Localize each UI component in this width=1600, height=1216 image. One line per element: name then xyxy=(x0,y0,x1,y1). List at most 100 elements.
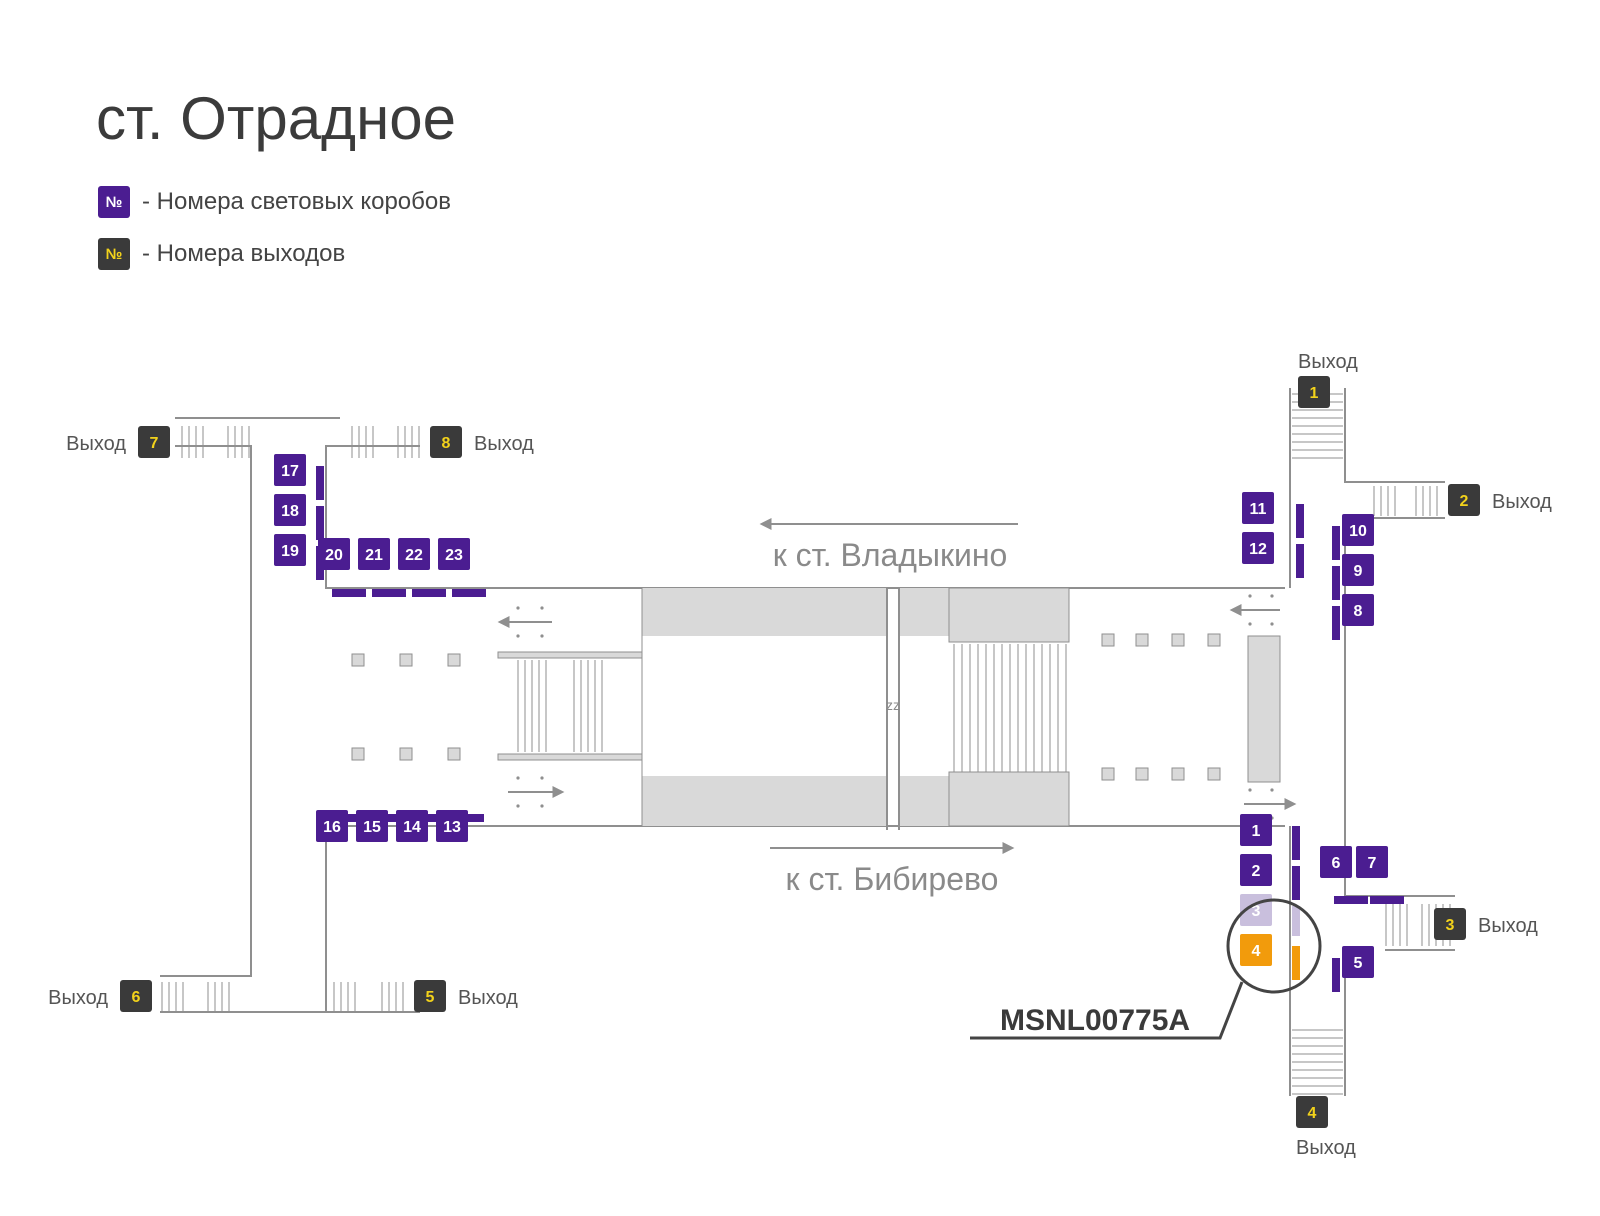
lightbox-bar-10 xyxy=(1332,526,1340,560)
lightbox-number-16: 16 xyxy=(323,819,341,836)
exit-label-2: Выход xyxy=(1492,491,1552,513)
flow-dot xyxy=(540,776,544,780)
right-platform-block xyxy=(1247,635,1281,783)
wall-right-b xyxy=(1344,388,1445,483)
lightbox-bar-1 xyxy=(1292,826,1300,860)
lightbox-bar-22 xyxy=(412,589,446,597)
flow-dot xyxy=(540,804,544,808)
lightbox-22 xyxy=(398,538,430,570)
lightbox-11 xyxy=(1242,492,1274,524)
legend-exit: № - Номера выходов xyxy=(98,238,345,270)
lightbox-number-2: 2 xyxy=(1252,863,1261,880)
lightbox-number-11: 11 xyxy=(1250,501,1267,518)
structure-block xyxy=(948,771,1070,827)
flow-dot xyxy=(516,606,520,610)
lightbox-number-21: 21 xyxy=(365,547,383,564)
wall-left-outer xyxy=(160,445,252,977)
structure-block xyxy=(642,588,887,636)
lightbox-10 xyxy=(1342,514,1374,546)
lightbox-number-15: 15 xyxy=(363,819,381,836)
flow-dot xyxy=(1248,622,1252,626)
lightbox-number-20: 20 xyxy=(325,547,343,564)
lightbox-bar-5 xyxy=(1332,958,1340,992)
flow-dot xyxy=(516,804,520,808)
stairs xyxy=(161,393,1451,1095)
exit-label-6: Выход xyxy=(48,987,108,1009)
lightbox-17 xyxy=(274,454,306,486)
flow-dot xyxy=(1270,594,1274,598)
legend-exit-badge: № xyxy=(98,238,130,270)
lightbox-number-4: 4 xyxy=(1252,943,1261,960)
lightbox-7 xyxy=(1356,846,1388,878)
lightbox-bar-2 xyxy=(1292,866,1300,900)
platform-rail xyxy=(497,753,643,761)
lightbox-bar-7 xyxy=(1370,896,1404,904)
exit-badge-4 xyxy=(1296,1096,1328,1128)
lightbox-bar-20 xyxy=(332,589,366,597)
legend-lightbox: № - Номера световых коробов xyxy=(98,186,451,218)
exit-number-6: 6 xyxy=(132,989,141,1006)
platform-structures xyxy=(351,587,1281,830)
column xyxy=(447,653,461,667)
lightbox-number-19: 19 xyxy=(281,543,299,560)
column xyxy=(351,747,365,761)
flow-dot xyxy=(1270,788,1274,792)
lightbox-8 xyxy=(1342,594,1374,626)
lightbox-number-5: 5 xyxy=(1354,955,1363,972)
lightbox-21 xyxy=(358,538,390,570)
break-mark: zz xyxy=(886,697,900,713)
lightbox-number-7: 7 xyxy=(1368,855,1377,872)
lightbox-18 xyxy=(274,494,306,526)
lightbox-number-22: 22 xyxy=(405,547,423,564)
lightbox-number-17: 17 xyxy=(281,463,299,480)
lightbox-bar-12 xyxy=(1296,544,1304,578)
flow-dot xyxy=(516,634,520,638)
column xyxy=(399,747,413,761)
lightbox-bar-6 xyxy=(1334,896,1368,904)
direction-label-vladykino: к ст. Владыкино xyxy=(773,537,1008,573)
column xyxy=(1171,633,1185,647)
lightbox-number-10: 10 xyxy=(1349,523,1367,540)
direction-label-bibirevo: к ст. Бибирево xyxy=(786,861,999,897)
column xyxy=(1101,767,1115,781)
exit-label-3: Выход xyxy=(1478,915,1538,937)
callout-label: MSNL00775A xyxy=(1000,1004,1190,1037)
lightbox-number-6: 6 xyxy=(1332,855,1341,872)
exit-label-7: Выход xyxy=(66,433,126,455)
lightbox-20 xyxy=(318,538,350,570)
column xyxy=(1207,633,1221,647)
exit-number-7: 7 xyxy=(150,435,159,452)
lightbox-5 xyxy=(1342,946,1374,978)
column xyxy=(1171,767,1185,781)
platform-rail xyxy=(497,651,643,659)
lightbox-6 xyxy=(1320,846,1352,878)
lightbox-bar-23 xyxy=(452,589,486,597)
exit-number-8: 8 xyxy=(442,435,451,452)
lightbox-1 xyxy=(1240,814,1272,846)
lightbox-16 xyxy=(316,810,348,842)
lightbox-number-8: 8 xyxy=(1354,603,1363,620)
station-title: ст. Отрадное xyxy=(96,85,456,152)
lightbox-number-3: 3 xyxy=(1252,903,1261,920)
lightbox-bar-4 xyxy=(1292,946,1300,980)
flow-dot xyxy=(540,634,544,638)
exit-number-4: 4 xyxy=(1308,1105,1317,1122)
lightbox-bar-9 xyxy=(1332,566,1340,600)
legend-exit-text: - Номера выходов xyxy=(142,240,346,267)
lightbox-2 xyxy=(1240,854,1272,886)
lightbox-bar-18 xyxy=(316,506,324,540)
lightbox-bar-11 xyxy=(1296,504,1304,538)
exit-label-4: Выход xyxy=(1296,1137,1356,1159)
lightbox-number-9: 9 xyxy=(1354,563,1363,580)
exit-label-8: Выход xyxy=(474,433,534,455)
exit-badge-6 xyxy=(120,980,152,1012)
lightbox-12 xyxy=(1242,532,1274,564)
exit-badge-7 xyxy=(138,426,170,458)
lightbox-number-12: 12 xyxy=(1249,541,1267,558)
structure-block xyxy=(899,588,949,636)
exit-number-3: 3 xyxy=(1446,917,1455,934)
flow-dot xyxy=(1270,622,1274,626)
